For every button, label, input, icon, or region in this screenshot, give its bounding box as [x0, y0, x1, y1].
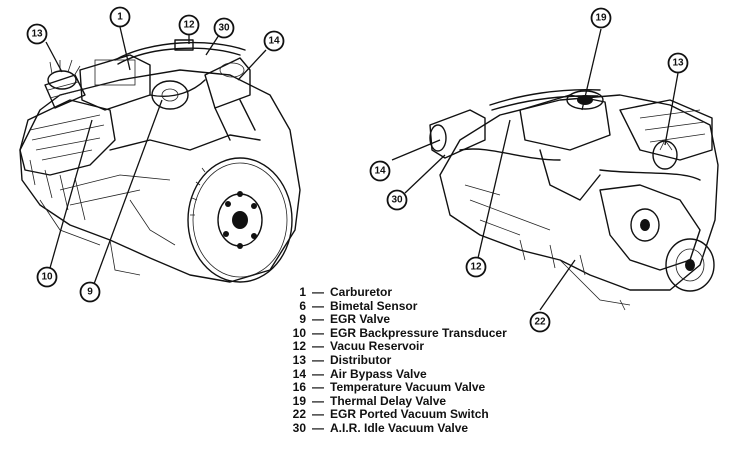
legend-dash: — — [312, 407, 324, 422]
callout-label: 10 — [41, 272, 53, 283]
legend-number: 13 — [292, 352, 306, 367]
legend-dash: — — [312, 312, 324, 327]
legend-label: Vacuu Reservoir — [330, 339, 425, 354]
legend-label: EGR Valve — [330, 312, 391, 327]
callout-13-left: 13 — [26, 23, 48, 45]
legend-item: 6 — Bimetal Sensor — [284, 298, 584, 314]
legend-item: 9 — EGR Valve — [284, 313, 584, 327]
legend-label: Air Bypass Valve — [330, 366, 427, 381]
legend-dash: — — [312, 339, 324, 354]
callout-13-right: 13 — [667, 52, 689, 74]
legend-item: 19 — Thermal Delay Valve — [284, 393, 584, 409]
callout-label: 14 — [268, 36, 280, 47]
callout-label: 22 — [534, 317, 546, 328]
legend-dash: — — [312, 380, 324, 395]
callout-label: 13 — [31, 29, 43, 40]
legend-label: EGR Ported Vacuum Switch — [330, 407, 489, 422]
legend-item: 22 — EGR Ported Vacuum Switch — [284, 408, 584, 422]
legend-dash: — — [312, 325, 324, 340]
legend-dash: — — [312, 352, 324, 367]
legend-item: 16 — Temperature Vacuum Valve — [284, 381, 584, 395]
callout-label: 12 — [470, 262, 482, 273]
legend-dash: — — [312, 366, 324, 381]
legend-number: 9 — [299, 312, 306, 327]
legend-number: 16 — [292, 380, 306, 395]
callout-19: 19 — [590, 7, 612, 29]
legend-item: 13 — Distributor — [284, 352, 584, 368]
callout-12-left: 12 — [178, 14, 200, 36]
callout-12-right: 12 — [465, 256, 487, 278]
legend-label: A.I.R. Idle Vacuum Valve — [330, 420, 469, 435]
legend-label: Carburetor — [330, 285, 393, 299]
legend-number: 1 — [299, 285, 306, 299]
left-engine-illustration — [19, 39, 301, 283]
callout-14-right: 14 — [369, 160, 391, 182]
legend-number: 12 — [292, 339, 306, 354]
callout-label: 12 — [183, 20, 195, 31]
legend-label: EGR Backpressure Transducer — [330, 325, 507, 340]
callout-label: 30 — [218, 23, 230, 34]
legend-number: 30 — [292, 420, 306, 435]
legend-label: Temperature Vacuum Valve — [330, 380, 486, 395]
legend-label: Bimetal Sensor — [330, 298, 418, 313]
callout-label: 30 — [391, 195, 403, 206]
callout-label: 13 — [672, 58, 684, 69]
legend-item: 14 — Air Bypass Valve — [284, 366, 584, 382]
callout-22: 22 — [529, 311, 551, 333]
leader-lines — [45, 26, 679, 311]
legend-number: 22 — [292, 407, 306, 422]
callout-label: 1 — [117, 12, 123, 23]
callout-14-left: 14 — [263, 30, 285, 52]
legend-number: 10 — [292, 325, 306, 340]
legend-label: Distributor — [330, 352, 392, 367]
legend-dash: — — [312, 393, 324, 408]
callout-10: 10 — [36, 266, 58, 288]
callout-label: 14 — [374, 166, 386, 177]
callout-30-right: 30 — [386, 189, 408, 211]
legend-item: 12 — Vacuu Reservoir — [284, 340, 584, 354]
legend-item: 10 — EGR Backpressure Transducer — [284, 325, 584, 341]
legend-item: 30 — A.I.R. Idle Vacuum Valve — [284, 420, 584, 436]
callout-30-left: 30 — [213, 17, 235, 39]
legend-dash: — — [312, 285, 324, 299]
legend-number: 6 — [299, 298, 306, 313]
legend-dash: — — [312, 420, 324, 435]
legend-dash: — — [312, 298, 324, 313]
legend-number: 14 — [292, 366, 306, 381]
legend-item: 1 — Carburetor — [284, 285, 584, 300]
legend-number: 19 — [292, 393, 306, 408]
callout-label: 19 — [595, 13, 607, 24]
legend-label: Thermal Delay Valve — [330, 393, 447, 408]
callout-label: 9 — [87, 287, 93, 298]
right-engine-illustration — [429, 88, 719, 311]
callout-1: 1 — [109, 6, 131, 28]
callout-9: 9 — [79, 281, 101, 303]
parts-legend: 1 — Carburetor 6 — Bimetal Sensor 9 — EG… — [284, 285, 584, 436]
